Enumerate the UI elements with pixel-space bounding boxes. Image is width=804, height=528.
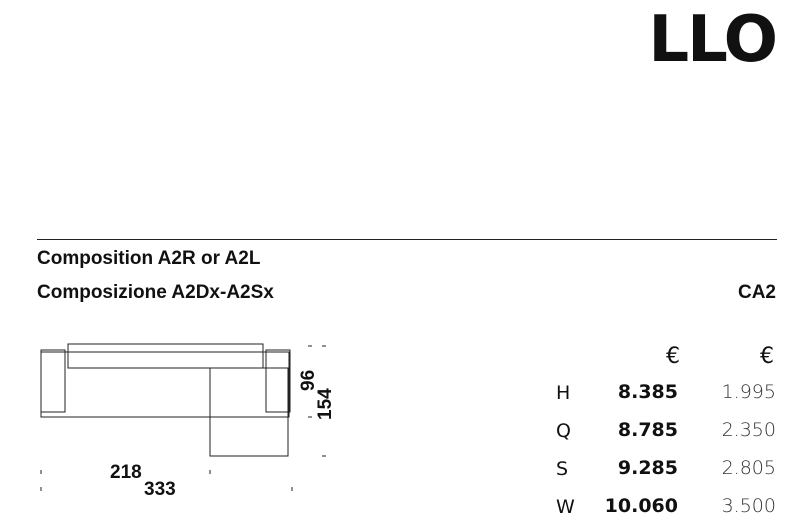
price-total: 8.385 — [617, 381, 678, 403]
dimension-width-partial: 218 — [110, 462, 142, 483]
dimension-depth-total: 154 — [315, 388, 336, 420]
left-armrest — [40, 349, 66, 413]
sofa-plan-diagram — [40, 343, 326, 491]
composition-title-en: Composition A2R or A2L — [37, 248, 261, 269]
fabric-category: H — [556, 382, 571, 404]
sofa-backrest — [67, 343, 264, 369]
fabric-category: S — [556, 458, 569, 480]
divider — [37, 239, 777, 240]
price-row: S 9.285 2.805 — [540, 452, 780, 490]
fabric-category: W — [556, 496, 575, 518]
currency-total-label: € — [666, 344, 680, 369]
sofa-seat-outline — [40, 351, 290, 418]
price-total: 8.785 — [617, 419, 678, 441]
currency-fabric-label: € — [760, 344, 774, 369]
price-row: H 8.385 1.995 — [540, 376, 780, 414]
dimension-width-total: 333 — [144, 479, 176, 500]
right-armrest — [265, 349, 291, 413]
price-fabric: 3.500 — [721, 495, 776, 517]
price-row: W 10.060 3.500 — [540, 490, 780, 528]
price-table: € € H 8.385 1.995 Q 8.785 2.350 S 9.285 … — [540, 340, 780, 528]
composition-title-it: Composizione A2Dx-A2Sx — [37, 282, 274, 303]
price-row: Q 8.785 2.350 — [540, 414, 780, 452]
price-fabric: 1.995 — [721, 381, 776, 403]
price-table-header: € € — [540, 340, 780, 376]
composition-code: CA2 — [737, 282, 776, 303]
brand-logo: LLO — [648, 3, 778, 77]
price-fabric: 2.805 — [721, 457, 776, 479]
price-total: 10.060 — [604, 495, 678, 517]
price-total: 9.285 — [617, 457, 678, 479]
fabric-category: Q — [556, 420, 571, 442]
price-fabric: 2.350 — [721, 419, 776, 441]
